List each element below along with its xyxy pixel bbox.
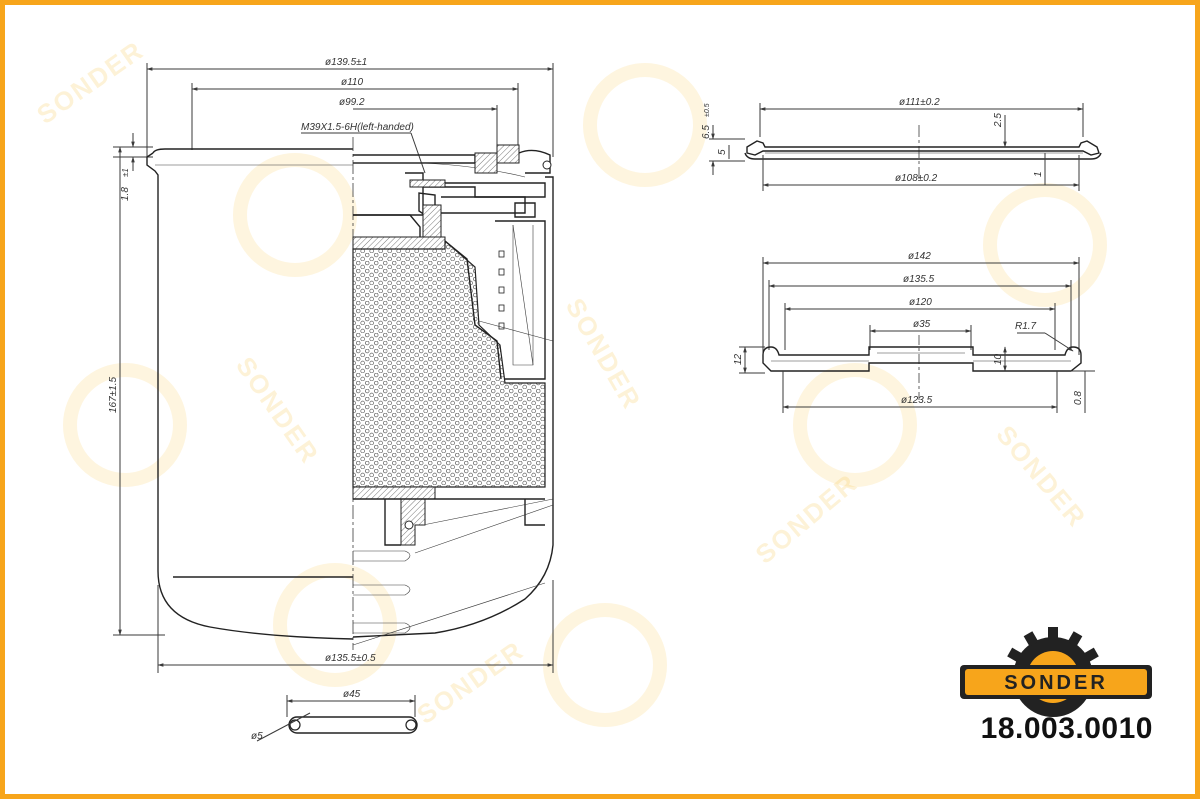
dim-plate-radius: R1.7 bbox=[1015, 321, 1037, 332]
dim-99: ø99.2 bbox=[339, 97, 365, 108]
dim-lip-tolerance: ±1 bbox=[121, 168, 130, 177]
dim-110: ø110 bbox=[341, 77, 363, 88]
dim-oring-diameter: ø45 bbox=[343, 689, 361, 700]
dim-gasket-25: 2.5 bbox=[993, 113, 1004, 128]
dim-plate-123: ø123.5 bbox=[901, 395, 933, 406]
dim-plate-120: ø120 bbox=[909, 297, 932, 308]
dim-lip-height: 1.8 bbox=[120, 187, 131, 201]
dim-gasket-1: 1 bbox=[1033, 171, 1044, 177]
dim-plate-08: 0.8 bbox=[1073, 391, 1084, 405]
dim-height: 167±1.5 bbox=[108, 376, 119, 413]
dim-outer-diameter: ø139.5±1 bbox=[325, 57, 367, 68]
dim-gasket-height-tol: ±0.5 bbox=[704, 103, 711, 117]
gasket-view: ø111±0.2 ø108±0.2 6.5 ±0.5 5 2.5 1 bbox=[701, 97, 1102, 191]
dim-plate-135: ø135.5 bbox=[903, 274, 935, 285]
dim-gasket-top: ø111±0.2 bbox=[899, 97, 940, 108]
dim-thread: M39X1.5-6H(left-handed) bbox=[301, 122, 414, 133]
watermark-text-2: SONDER bbox=[230, 351, 325, 469]
dim-oring-section: ø5 bbox=[251, 731, 263, 742]
part-number: 18.003.0010 bbox=[980, 712, 1153, 745]
dim-plate-142: ø142 bbox=[908, 251, 931, 262]
oring-view: ø45 ø5 bbox=[251, 689, 418, 742]
dim-gasket-height: 6.5 bbox=[701, 125, 712, 139]
sonder-logo: SONDER bbox=[960, 627, 1152, 717]
watermark-text-3: SONDER bbox=[560, 293, 648, 415]
logo-wordmark: SONDER bbox=[1004, 672, 1108, 694]
technical-drawing: SONDER SONDER SONDER SONDER SONDER SONDE… bbox=[31, 35, 1152, 742]
dim-gasket-bottom: ø108±0.2 bbox=[895, 173, 938, 184]
dim-bottom-diameter: ø135.5±0.5 bbox=[325, 653, 376, 664]
watermark-text-1: SONDER bbox=[31, 35, 149, 130]
filter-section-view: ø139.5±1 ø110 ø99.2 M39X1.5-6H(left-hand… bbox=[108, 57, 554, 673]
watermark-text-4: SONDER bbox=[750, 467, 864, 569]
dim-gasket-5: 5 bbox=[717, 149, 728, 155]
watermark-text-6: SONDER bbox=[411, 635, 529, 730]
dim-plate-10: 10 bbox=[993, 353, 1004, 365]
dim-plate-12: 12 bbox=[733, 353, 744, 365]
watermark-text-5: SONDER bbox=[990, 420, 1092, 534]
dim-plate-35: ø35 bbox=[913, 319, 931, 330]
plate-view: ø142 ø135.5 ø120 ø35 R1.7 12 10 ø123.5 0… bbox=[733, 251, 1095, 413]
